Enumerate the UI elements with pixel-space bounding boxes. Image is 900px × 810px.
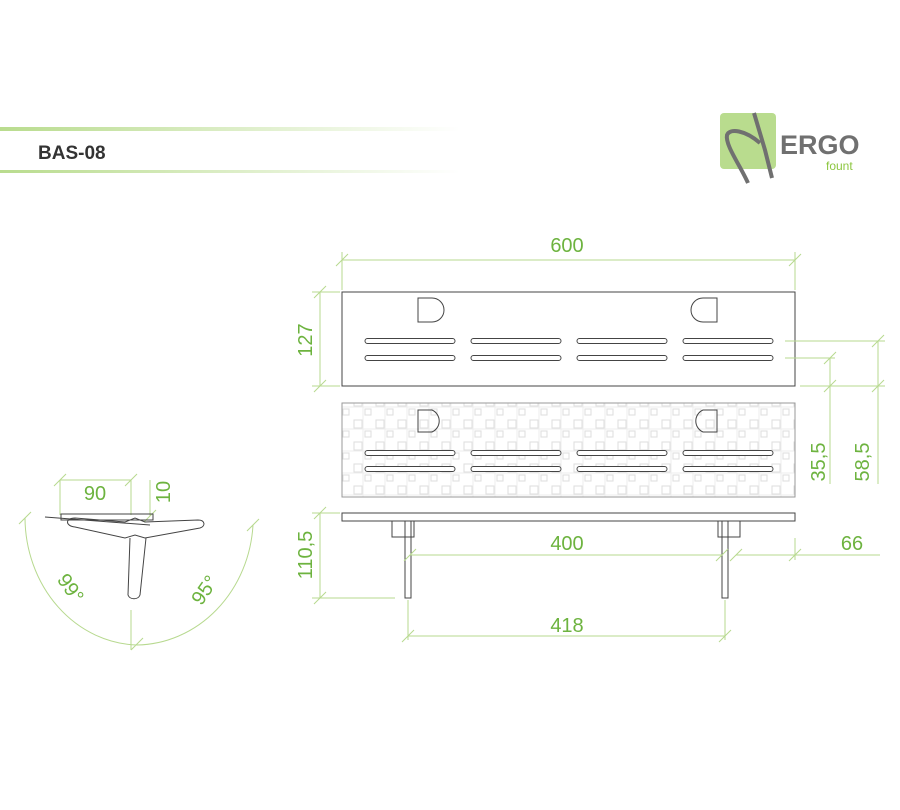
- dim-bracket-thickness: 10: [153, 481, 175, 503]
- dim-angle-right: 95°: [187, 572, 222, 609]
- dim-width: 600: [550, 235, 583, 257]
- slot: [576, 355, 668, 361]
- dim-bracket-inner: 400: [550, 533, 583, 555]
- slot: [364, 338, 456, 344]
- svg-text:fount: fount: [826, 159, 853, 173]
- slot: [470, 338, 562, 344]
- dimension-lines: [18, 252, 885, 651]
- shelf-top-view: [341, 291, 796, 387]
- slot: [364, 466, 456, 472]
- slot: [470, 355, 562, 361]
- slot: [682, 450, 774, 456]
- svg-text:ERGO: ERGO: [780, 130, 860, 160]
- shelf-textured-view: [341, 402, 796, 498]
- slot: [470, 466, 562, 472]
- slot: [682, 355, 774, 361]
- bracket-plan-view: [44, 513, 205, 600]
- dim-slot-offset-b: 58,5: [852, 443, 874, 482]
- slot: [470, 450, 562, 456]
- dim-bracket-outer: 418: [550, 615, 583, 637]
- model-title: BAS-08: [38, 143, 106, 164]
- dim-height: 110,5: [295, 531, 317, 580]
- dim-bracket-arm: 90: [84, 483, 106, 505]
- slot: [576, 338, 668, 344]
- header-band-top: [0, 127, 460, 131]
- slot: [576, 466, 668, 472]
- header-band-bottom: [0, 170, 460, 173]
- slot: [364, 450, 456, 456]
- dim-depth: 127: [295, 323, 317, 356]
- ergo-fount-logo: ERGO fount: [720, 112, 860, 184]
- dim-slot-offset-a: 35,5: [808, 443, 830, 482]
- slot: [364, 355, 456, 361]
- slot: [576, 450, 668, 456]
- slot: [682, 466, 774, 472]
- dim-angle-left: 99°: [52, 570, 87, 607]
- dim-overhang: 66: [841, 533, 863, 555]
- slot: [682, 338, 774, 344]
